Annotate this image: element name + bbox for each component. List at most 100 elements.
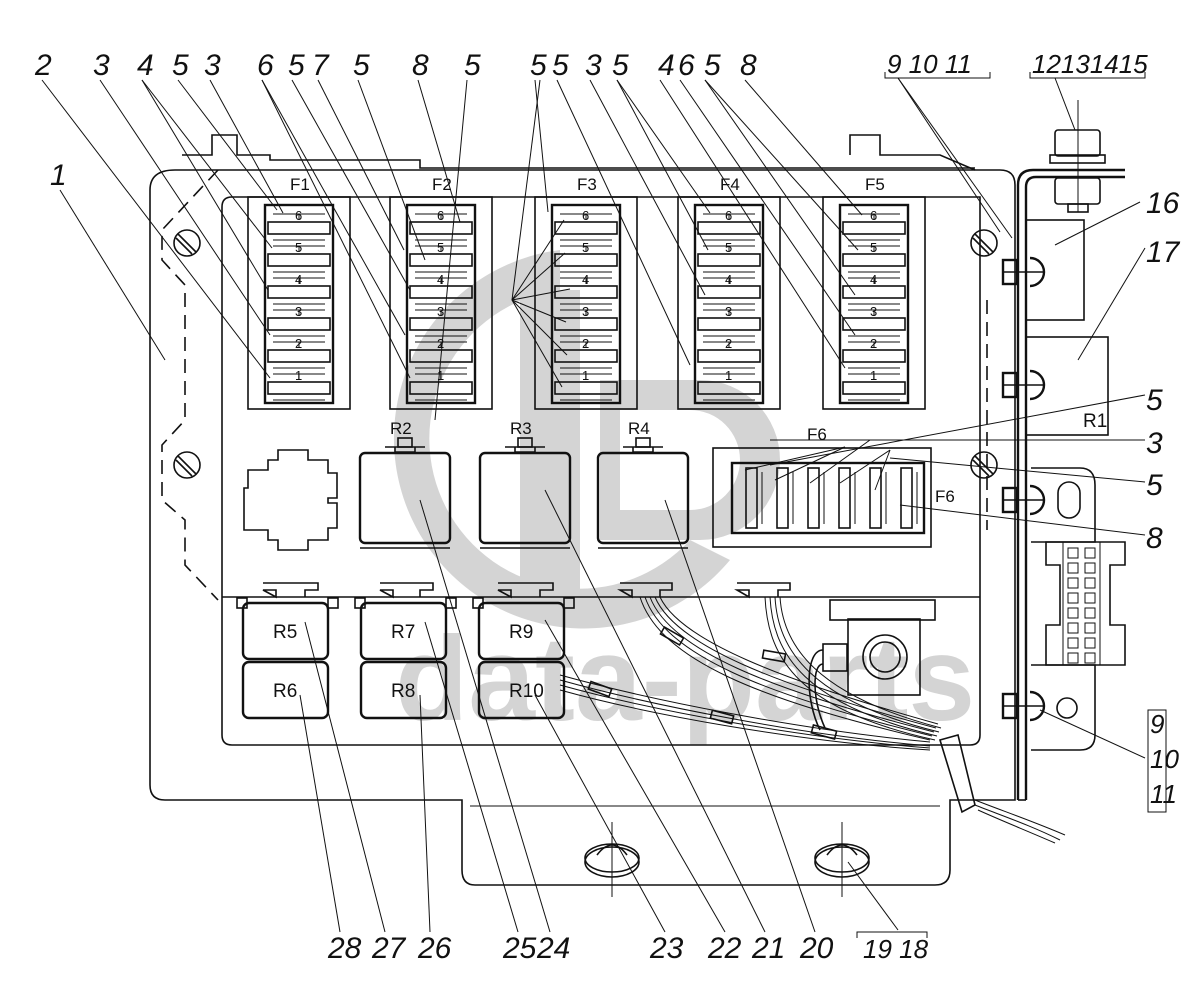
nut-icon: [1001, 369, 1046, 401]
fuse[interactable]: [697, 349, 761, 363]
fuse-slot-number: 4: [870, 272, 877, 287]
relay-r7[interactable]: R7: [354, 597, 457, 661]
relay-label: R10: [509, 681, 544, 702]
push-fastener-icon: [814, 822, 870, 897]
callout-number: 25: [502, 932, 537, 965]
fuse[interactable]: [267, 285, 331, 299]
fuse[interactable]: [842, 349, 906, 363]
top-rail-right: [849, 134, 976, 171]
relay-body: [241, 660, 330, 720]
fuse[interactable]: [409, 253, 473, 267]
fuse-slot-number: 4: [295, 272, 302, 287]
fuse[interactable]: [869, 467, 882, 529]
fuse[interactable]: [842, 381, 906, 395]
fuse-slot-number: 3: [582, 304, 589, 319]
fuse[interactable]: [900, 467, 913, 529]
fuse[interactable]: [409, 381, 473, 395]
fuse-slot-number: 2: [870, 336, 877, 351]
connector-pin: [1067, 652, 1079, 664]
relay-r6[interactable]: R6: [241, 660, 330, 720]
fuse[interactable]: [409, 221, 473, 235]
callout-number: 5: [464, 49, 481, 82]
fuse[interactable]: [554, 349, 618, 363]
relay-label: R2: [390, 419, 412, 438]
side-bracket: R1: [1001, 100, 1126, 801]
connector-pin: [1067, 622, 1079, 634]
fuse[interactable]: [697, 381, 761, 395]
fuse-slot-number: 3: [725, 304, 732, 319]
fuse[interactable]: [842, 253, 906, 267]
callout-number: 8: [740, 49, 757, 82]
fuse[interactable]: [554, 381, 618, 395]
relay-r8[interactable]: R8: [359, 660, 448, 720]
relay-label: R8: [391, 681, 415, 702]
fuse-holder: [693, 203, 765, 405]
relay-r9[interactable]: R9: [472, 597, 575, 661]
relay-r2[interactable]: R2: [358, 419, 452, 549]
callout-number: 5: [288, 49, 305, 82]
connector-pin: [1084, 547, 1096, 559]
connector-pin: [1067, 607, 1079, 619]
fuse-slot-number: 4: [725, 272, 732, 287]
fuse[interactable]: [842, 285, 906, 299]
fuse[interactable]: [409, 349, 473, 363]
callout-number: 4: [658, 49, 675, 82]
relay-label: R5: [273, 622, 297, 643]
fuse[interactable]: [267, 221, 331, 235]
fuse[interactable]: [554, 317, 618, 331]
fuse[interactable]: [697, 253, 761, 267]
relay-r10[interactable]: R10: [477, 660, 566, 720]
fuse-slot-number: 5: [437, 240, 444, 255]
connector-pin: [1067, 547, 1079, 559]
callout-number: 5: [612, 49, 629, 82]
fuse[interactable]: [697, 221, 761, 235]
fuse[interactable]: [697, 317, 761, 331]
fuse[interactable]: [409, 285, 473, 299]
fuse[interactable]: [267, 317, 331, 331]
fuse[interactable]: [807, 467, 820, 529]
relay-r3[interactable]: R3: [478, 419, 572, 549]
fuse[interactable]: [842, 317, 906, 331]
fuse[interactable]: [409, 317, 473, 331]
relay-label: R4: [628, 419, 650, 438]
fuse-slot-number: 6: [437, 208, 444, 223]
fuse-slot-number: 1: [437, 368, 444, 383]
multi-pin-connector: [1045, 541, 1126, 666]
cover-outline-dashed: [161, 169, 219, 601]
screw-icon: [970, 229, 998, 257]
connector-pin: [1084, 622, 1096, 634]
fuse-slot-number: 6: [725, 208, 732, 223]
fuse[interactable]: [267, 381, 331, 395]
relay-r4[interactable]: R4: [596, 419, 690, 549]
callout-number: 3: [585, 49, 602, 82]
fuse-slot-number: 3: [295, 304, 302, 319]
component-16: [1025, 219, 1085, 321]
callout-number: 5: [530, 49, 547, 82]
callout-number: 9 10 11: [887, 49, 972, 79]
relay-r5[interactable]: R5: [236, 597, 339, 661]
fuse-block-f6-side-label: F6: [935, 487, 955, 506]
callout-number: 21: [751, 932, 785, 965]
fuse[interactable]: [697, 285, 761, 299]
relay-body: [477, 601, 566, 661]
callout-number: 16: [1146, 187, 1180, 220]
fuse-slot-number: 3: [437, 304, 444, 319]
fuse[interactable]: [554, 221, 618, 235]
fuse[interactable]: [842, 221, 906, 235]
relay-body: [478, 451, 572, 545]
fuse-slot-number: 3: [870, 304, 877, 319]
fuse[interactable]: [838, 467, 851, 529]
fuse[interactable]: [776, 467, 789, 529]
fuse-slot-number: 1: [295, 368, 302, 383]
nut-icon: [1001, 256, 1046, 288]
screw-icon: [173, 451, 201, 479]
fuse[interactable]: [554, 253, 618, 267]
fuse[interactable]: [267, 349, 331, 363]
fuse[interactable]: [267, 253, 331, 267]
callout-number: 6: [257, 49, 274, 82]
watermark-text: data-parts: [395, 612, 975, 746]
connector-pin: [1084, 637, 1096, 649]
